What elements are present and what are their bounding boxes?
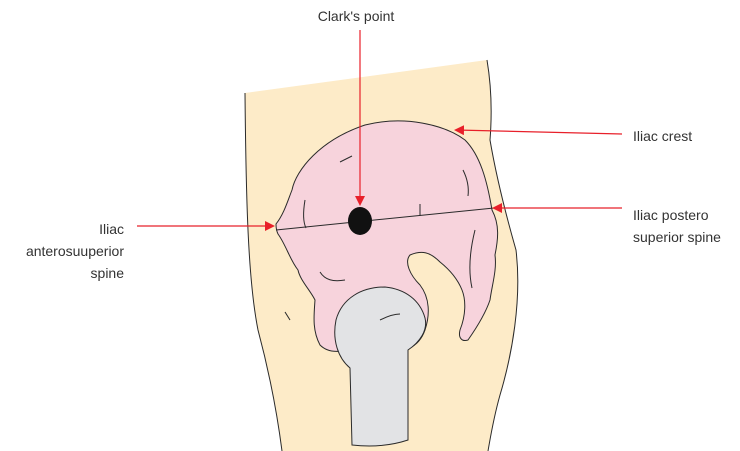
iliac-psis-label: Iliac postero superior spine (633, 204, 721, 248)
iliac-psis-label-line-1: Iliac postero (633, 204, 721, 226)
iliac-psis-label-line-2: superior spine (633, 226, 721, 248)
iliac-crest-label-text: Iliac crest (633, 125, 692, 147)
iliac-asis-label: Iliac anterosuuperior spine (20, 218, 124, 284)
clarks-point-label: Clark's point (300, 5, 412, 27)
iliac-asis-label-line-1: Iliac (20, 218, 124, 240)
clarks-point-marker (348, 207, 372, 235)
iliac-crest-label: Iliac crest (633, 125, 692, 147)
iliac-asis-label-line-3: spine (20, 262, 124, 284)
clarks-point-label-text: Clark's point (300, 5, 412, 27)
iliac-asis-label-line-2: anterosuuperior (20, 240, 124, 262)
